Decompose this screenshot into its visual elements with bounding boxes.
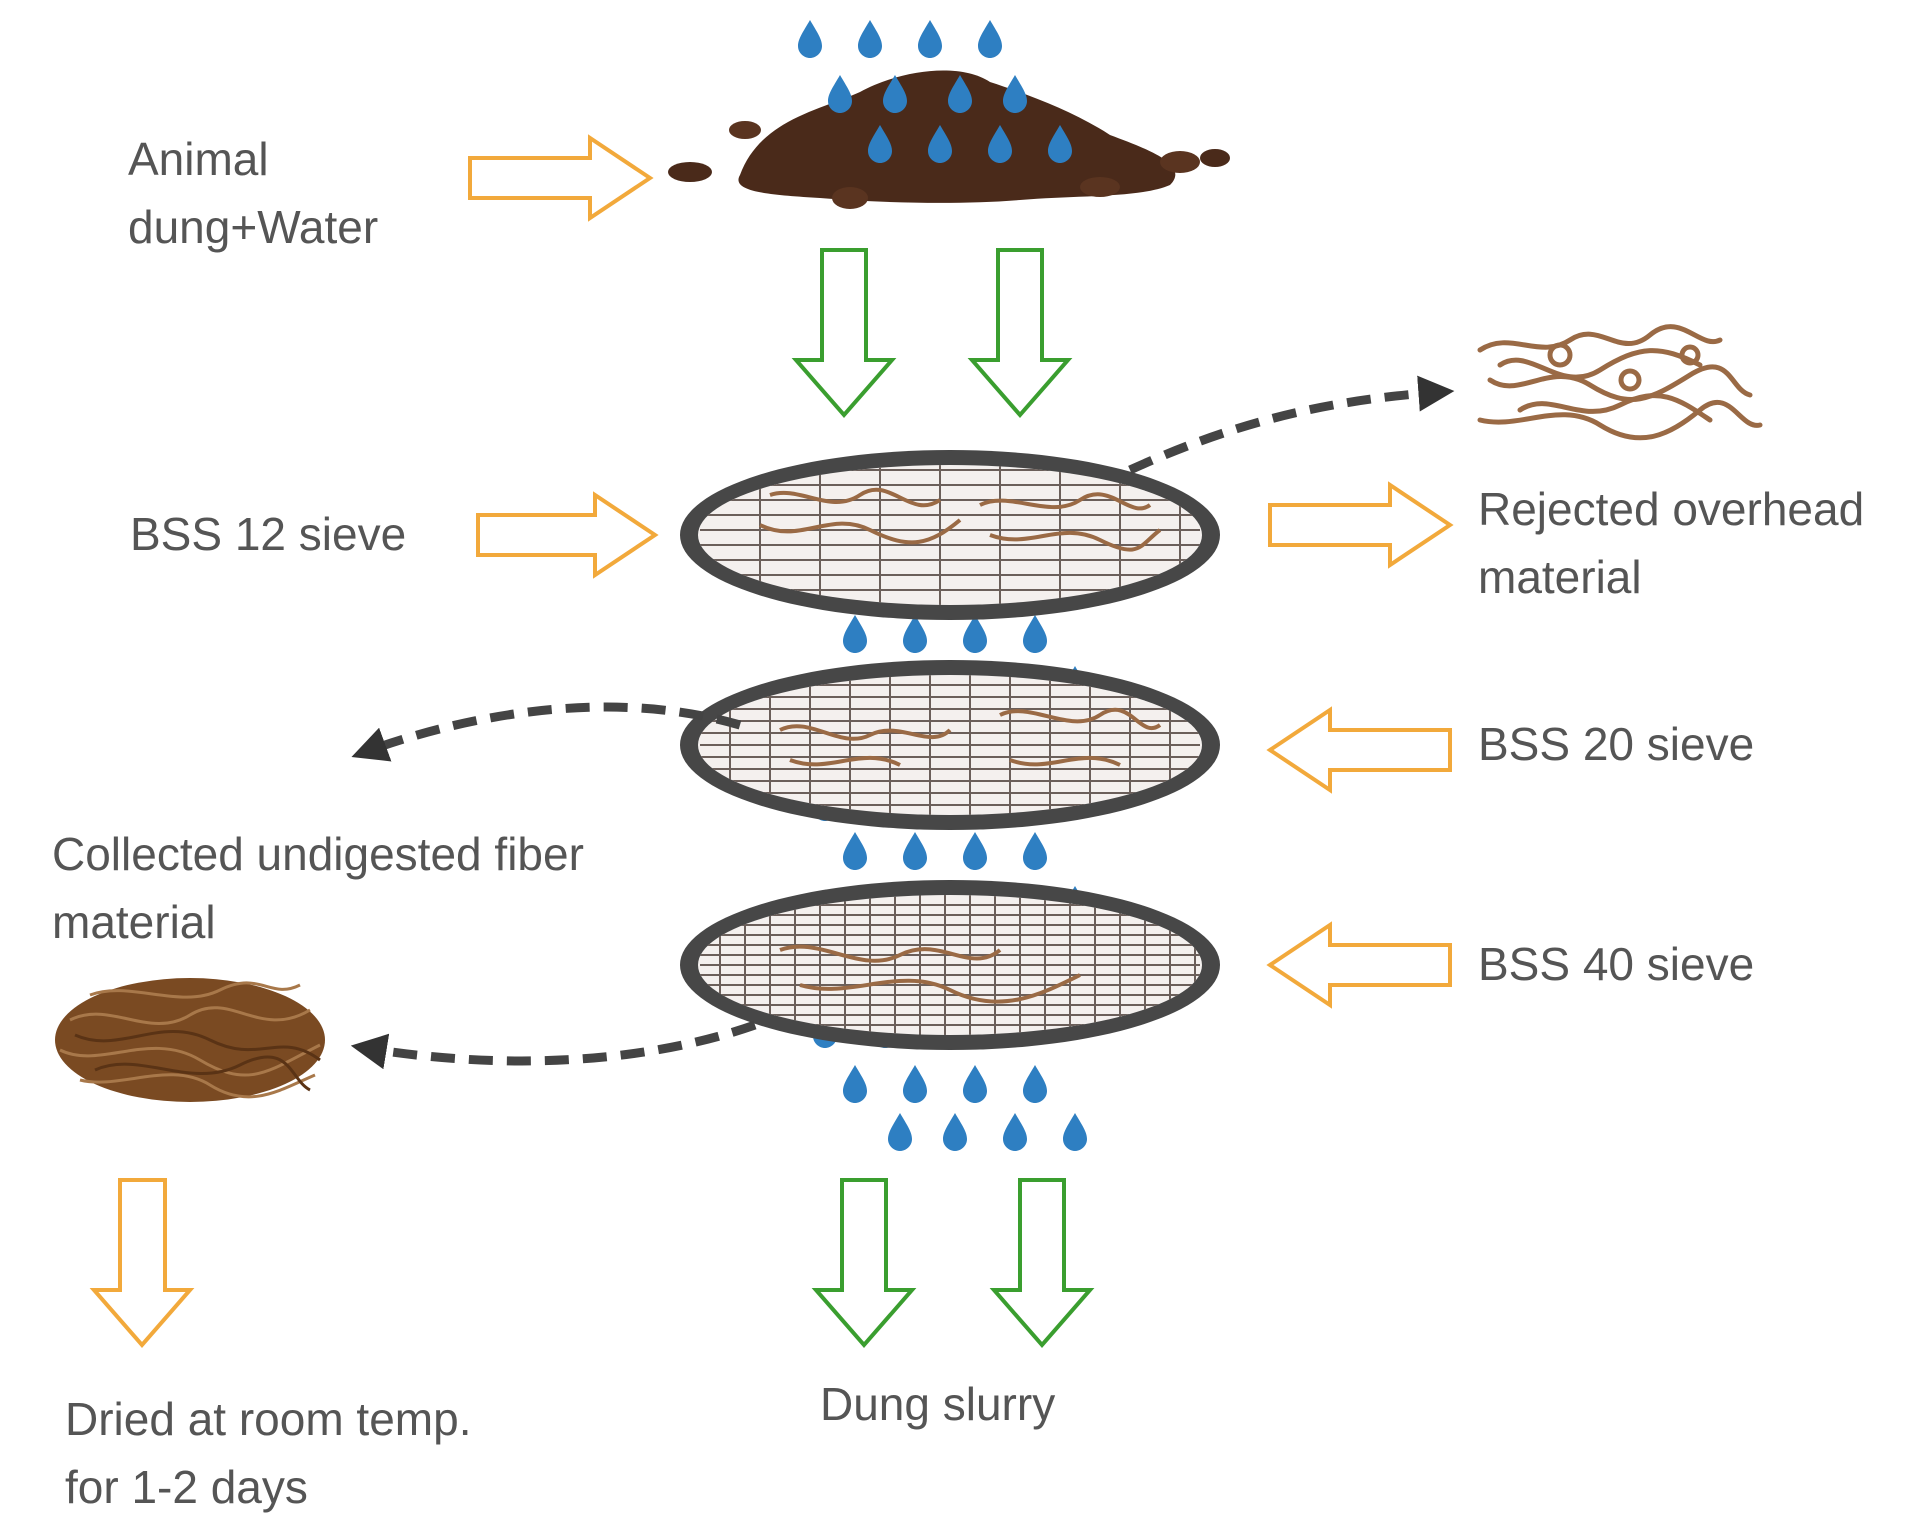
fiber-pile-icon-rejected (1477, 324, 1763, 441)
dashed-curved-arrow-icon (350, 375, 1455, 1070)
hollow-arrow-icon-orange-right (468, 134, 1454, 579)
label-bss-12-sieve: BSS 12 sieve (130, 508, 407, 560)
label-dried: Dried at room temp.for 1-2 days (65, 1393, 472, 1513)
label-bss-20-sieve: BSS 20 sieve (1478, 718, 1755, 770)
fiber-pile-icon-collected (55, 978, 325, 1102)
sieve-icon-bss12 (680, 450, 1220, 620)
sieve-icon-bss40 (680, 880, 1220, 1050)
label-dung-slurry: Dung slurry (820, 1378, 1056, 1430)
hollow-arrow-icon-green-down (791, 248, 1095, 1349)
sieve-icon-bss20 (680, 660, 1220, 830)
dung-pile-icon (668, 70, 1230, 209)
hollow-arrow-icon-orange-down (89, 1178, 195, 1349)
label-bss-40-sieve: BSS 40 sieve (1478, 938, 1755, 990)
hollow-arrow-icon-orange-left (1266, 706, 1452, 1009)
